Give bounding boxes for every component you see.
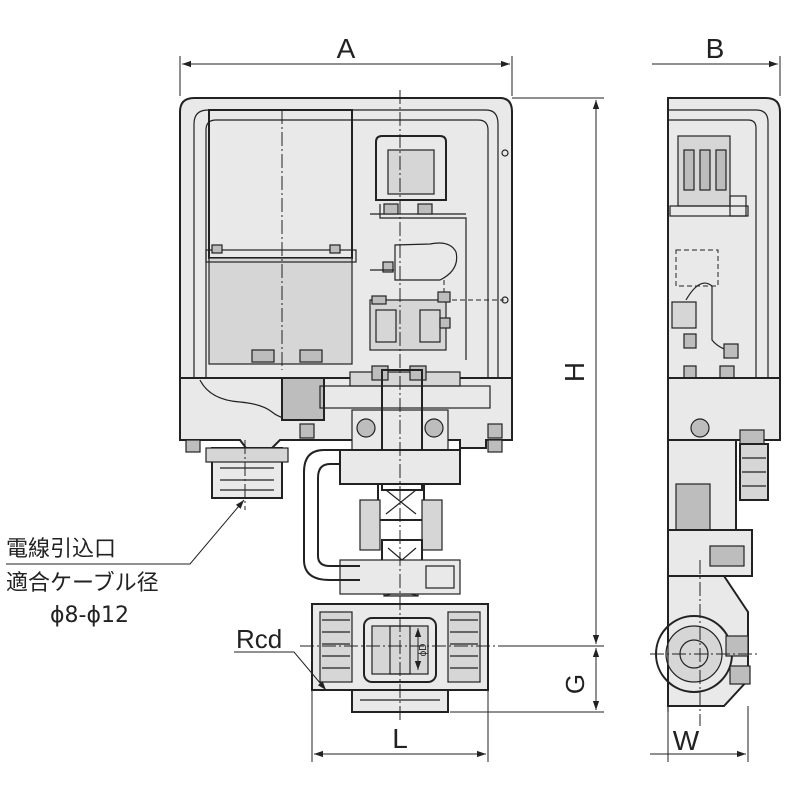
cable-diameter-label: 適合ケーブル径 (6, 571, 159, 596)
dim-label-l: L (392, 723, 408, 754)
dim-label-g: G (560, 674, 590, 694)
dim-label-rcd: Rcd (236, 624, 282, 654)
dim-label-a: A (337, 33, 356, 64)
dimension-lines (6, 56, 781, 762)
side-view (650, 97, 781, 726)
limit-switch-assembly (369, 135, 504, 360)
front-view (179, 90, 513, 720)
cable-diameter-range: ϕ8-ϕ12 (50, 603, 129, 628)
cable-gland (205, 447, 360, 581)
dim-label-w: W (673, 725, 700, 756)
gear-plate (179, 365, 513, 453)
cable-entry-label: 電線引込口 (6, 537, 116, 562)
center-lines (244, 90, 500, 720)
dim-label-phi-d: ϕD (418, 644, 429, 657)
motor (205, 109, 357, 365)
dim-label-h: H (559, 362, 590, 382)
dim-label-b: B (706, 33, 725, 64)
